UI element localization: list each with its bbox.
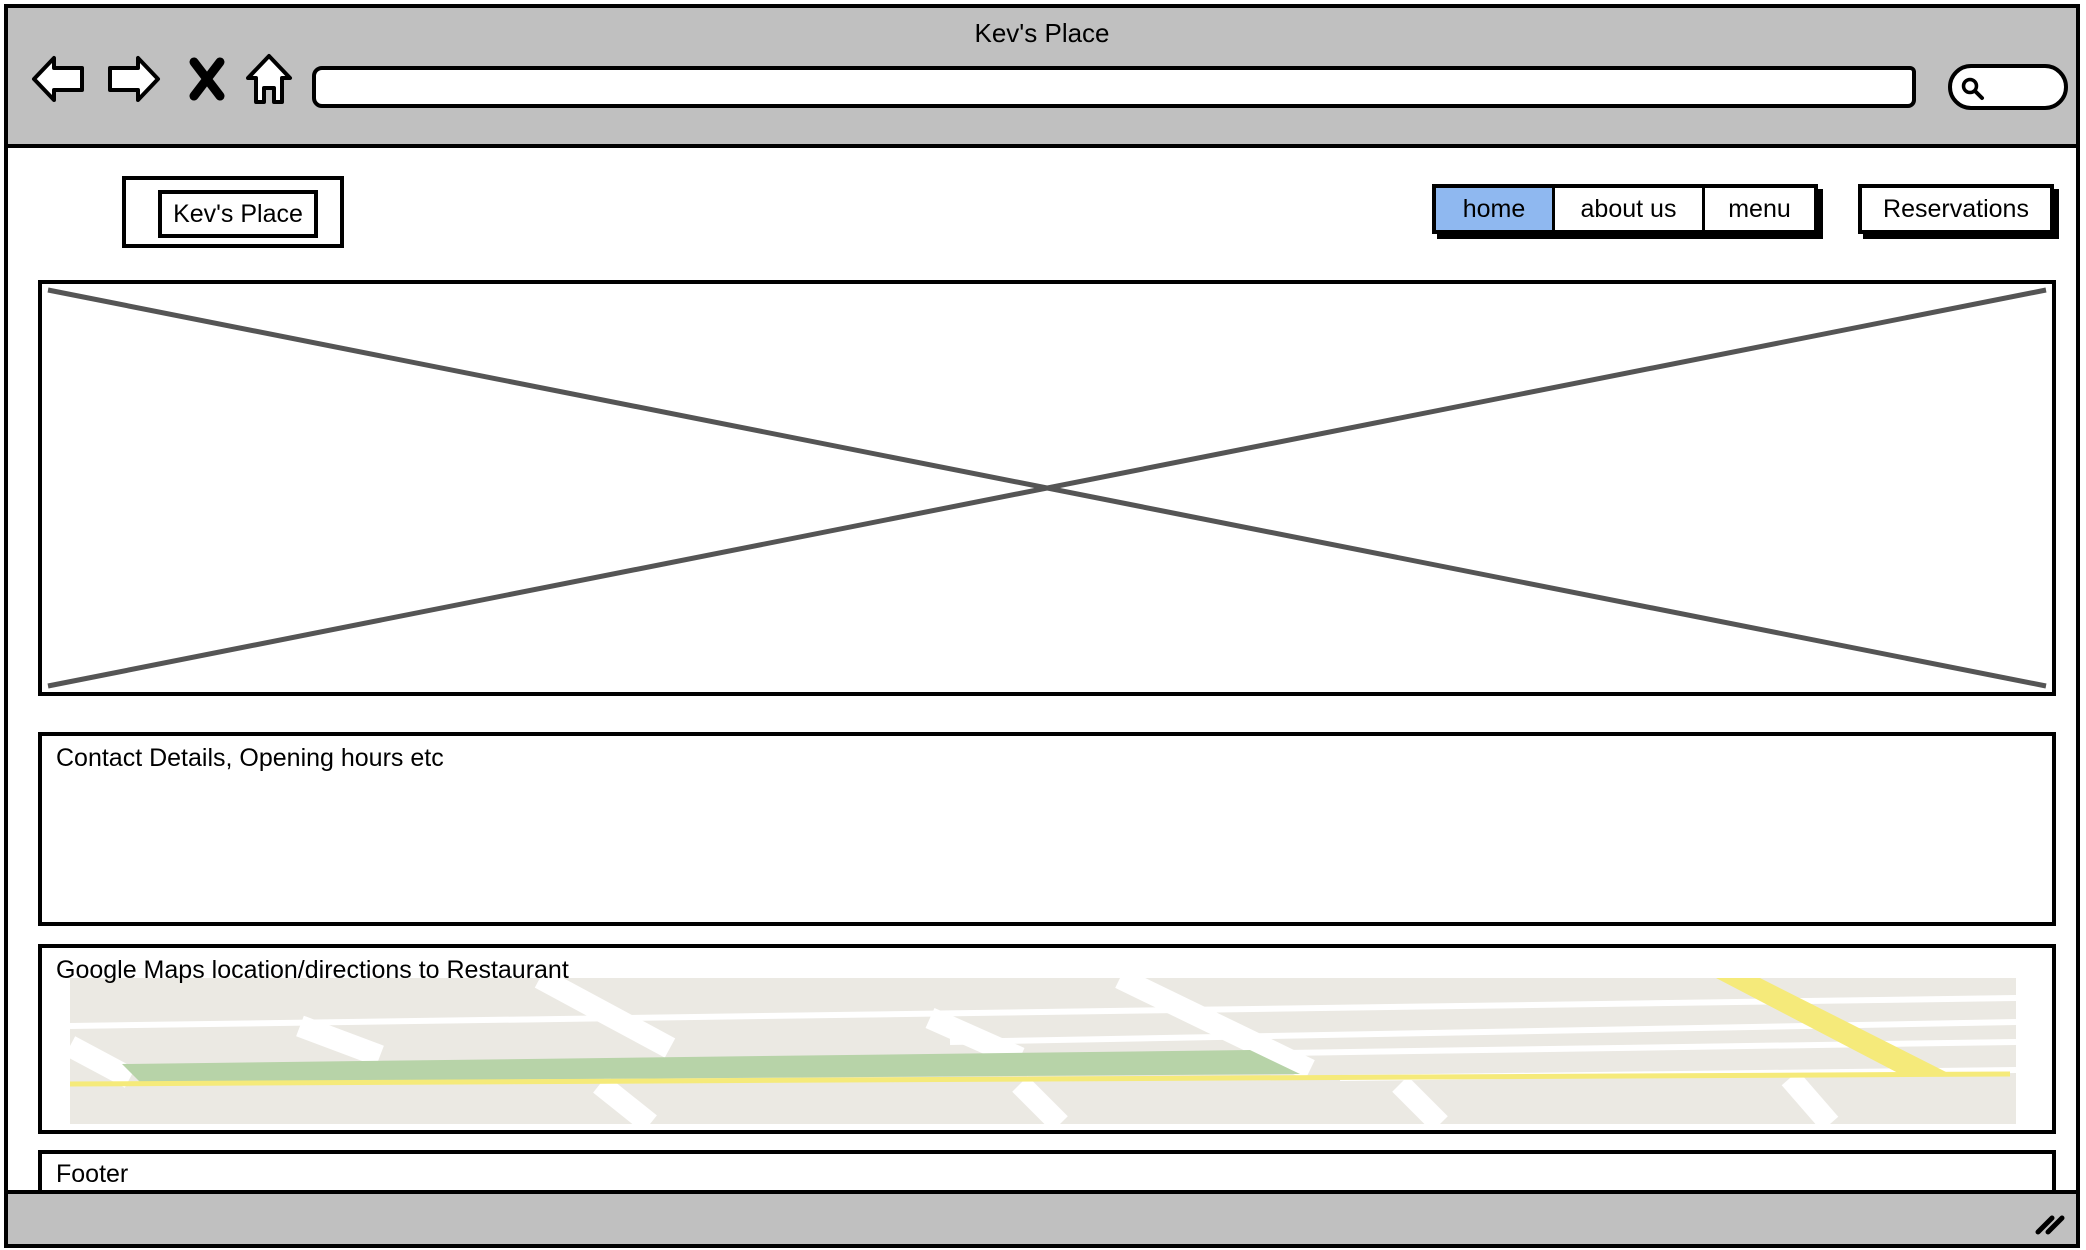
footer-label: Footer	[56, 1160, 129, 1188]
footer: Footer	[38, 1150, 2056, 1194]
stop-button[interactable]	[178, 50, 236, 108]
tab-home[interactable]: home	[1436, 188, 1552, 230]
logo-text: Kev's Place	[158, 190, 318, 238]
contact-details-label: Contact Details, Opening hours etc	[56, 744, 444, 772]
logo[interactable]: Kev's Place	[122, 176, 344, 248]
tab-about-us[interactable]: about us	[1552, 188, 1702, 230]
browser-window: Kev's Place	[4, 4, 2080, 1248]
search-icon	[1961, 77, 1984, 100]
contact-details-panel: Contact Details, Opening hours etc	[38, 732, 2056, 926]
forward-button[interactable]	[104, 50, 162, 108]
tab-menu[interactable]: menu	[1702, 188, 1814, 230]
map-image[interactable]	[70, 978, 2016, 1124]
home-button[interactable]	[240, 50, 298, 108]
resize-grip-icon[interactable]	[2034, 1206, 2068, 1236]
page-content: Kev's Place home about us menu Reservati…	[8, 148, 2076, 1194]
browser-search-field[interactable]	[1948, 64, 2068, 110]
reservations-button[interactable]: Reservations	[1858, 184, 2054, 234]
map-panel: Google Maps location/directions to Resta…	[38, 944, 2056, 1134]
browser-toolbar: Kev's Place	[8, 8, 2076, 148]
arrow-left-icon	[32, 56, 84, 102]
url-input[interactable]	[312, 66, 1916, 108]
arrow-right-icon	[108, 56, 160, 102]
home-icon	[246, 54, 292, 104]
close-icon	[189, 57, 225, 101]
nav-tabs: home about us menu	[1432, 184, 1818, 234]
image-placeholder-cross	[47, 287, 2047, 689]
back-button[interactable]	[30, 50, 88, 108]
map-label: Google Maps location/directions to Resta…	[56, 956, 569, 984]
window-title: Kev's Place	[974, 18, 1110, 48]
status-bar	[8, 1190, 2076, 1244]
hero-image-placeholder	[38, 280, 2056, 696]
